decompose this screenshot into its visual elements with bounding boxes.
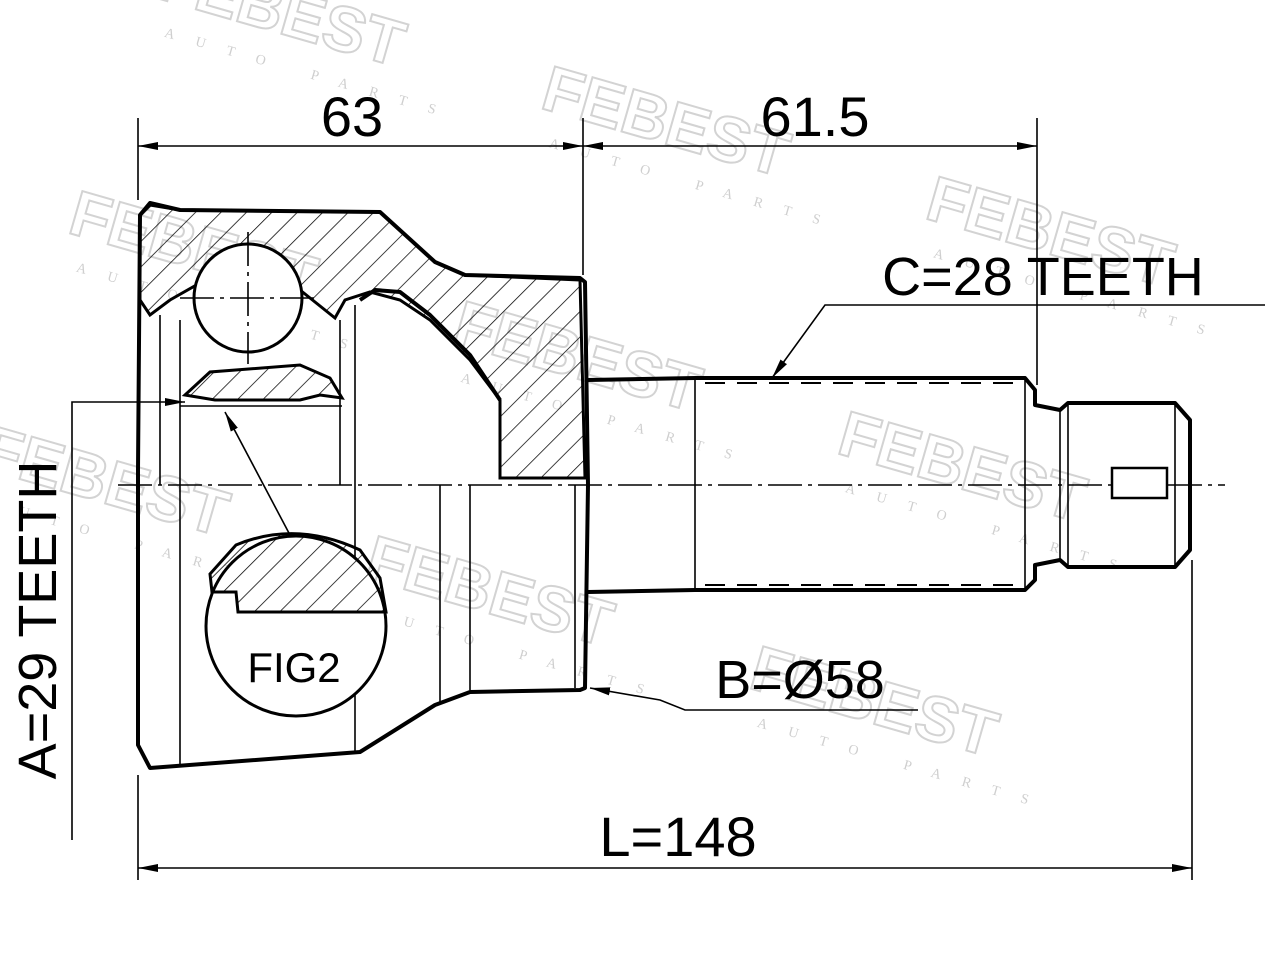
leader-outer-spline bbox=[771, 304, 1265, 379]
fig2-hatch bbox=[208, 532, 388, 614]
label-seal-diameter: B=Ø58 bbox=[715, 650, 885, 710]
label-inner-spline: A=29 TEETH bbox=[8, 461, 68, 780]
outer-housing bbox=[136, 201, 590, 770]
dim-housing-length: 63 bbox=[321, 85, 383, 148]
bell-inner-contour bbox=[358, 288, 502, 402]
fig2-label: FIG2 bbox=[247, 644, 340, 691]
leader-inner-spline bbox=[71, 398, 185, 840]
leader-seal-diameter bbox=[589, 687, 918, 711]
watermark-layer: FEBEST FEBEST FEBEST FEBEST FEBEST FEBES… bbox=[0, 0, 1228, 814]
output-shaft bbox=[587, 376, 1192, 594]
label-outer-spline: C=28 TEETH bbox=[882, 247, 1204, 307]
housing-outline bbox=[136, 201, 590, 770]
dim-overall-length: L=148 bbox=[599, 805, 756, 868]
shaft-outline bbox=[587, 376, 1192, 594]
dim-shaft-length: 61.5 bbox=[761, 85, 870, 148]
dimensions: 63 61.5 L=148 C=28 TEETH B=Ø58 A=29 TEET… bbox=[8, 85, 1265, 880]
cotter-pin-hole bbox=[1110, 466, 1169, 500]
fig2-leader bbox=[224, 411, 291, 536]
fig2-detail: FIG2 bbox=[204, 411, 388, 718]
inner-race-hatch bbox=[181, 363, 345, 402]
